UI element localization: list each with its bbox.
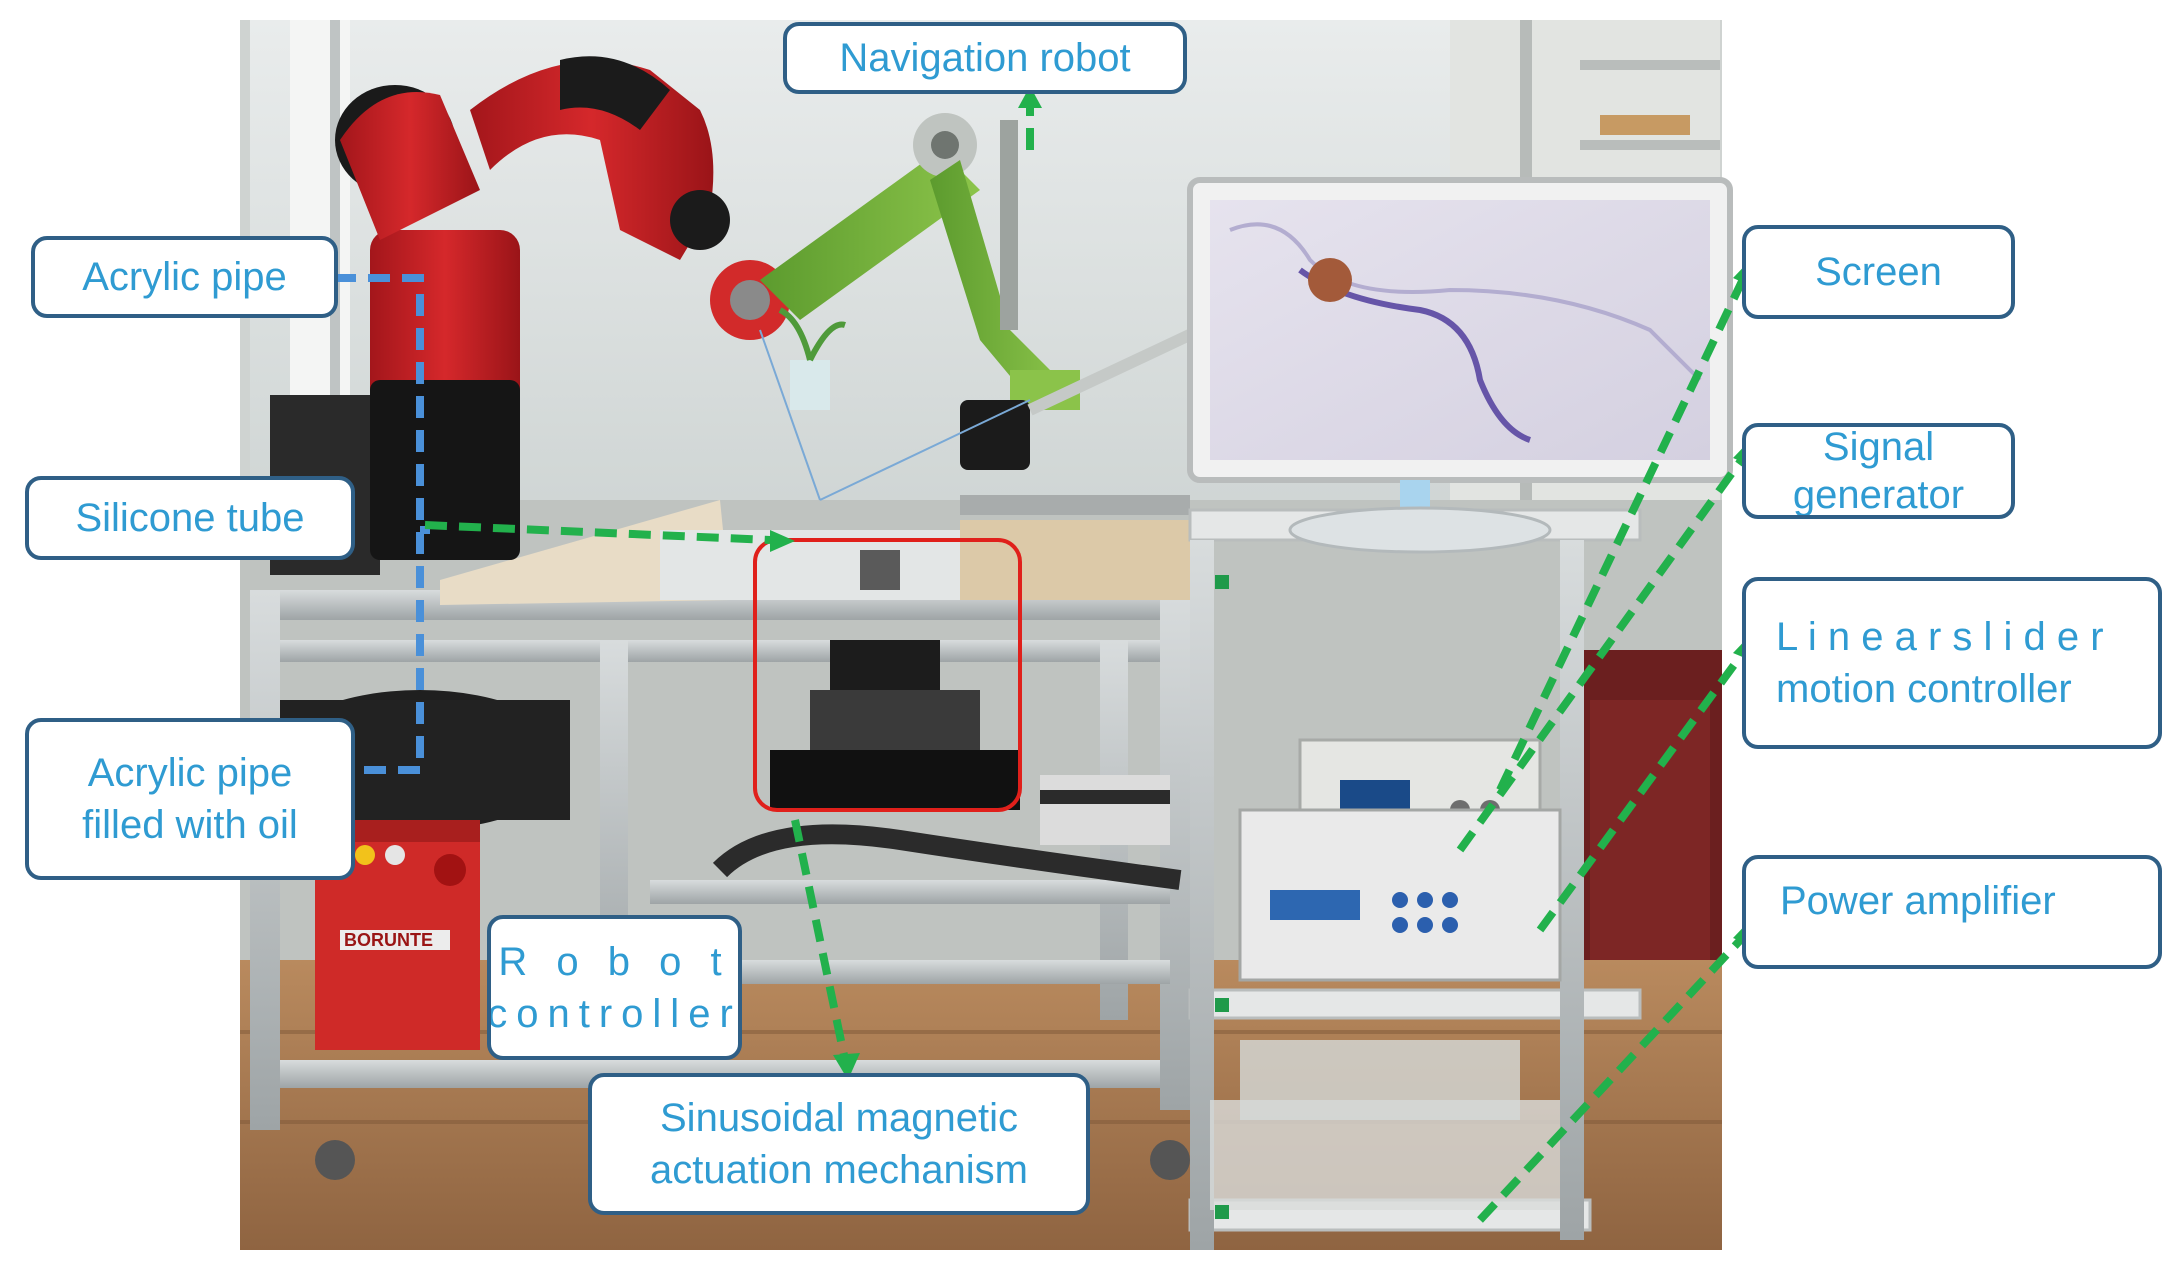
blue-pointer-lines <box>300 274 430 774</box>
label-signal-generator: Signal generator <box>1742 423 2015 519</box>
label-sinusoidal-mechanism: Sinusoidal magnetic actuation mechanism <box>588 1073 1090 1215</box>
label-robot-controller: R o b o t controller <box>487 915 742 1060</box>
label-linear-slider: L i n e a r s l i d e r motion controlle… <box>1742 577 2162 749</box>
label-acrylic-pipe-oil: Acrylic pipe filled with oil <box>25 718 355 880</box>
magnetic-actuation-mechanism <box>712 550 1182 890</box>
brand-label: BORUNTE <box>344 930 433 950</box>
monitor-icon <box>1187 177 1733 554</box>
robot-arm-icon <box>335 56 1203 560</box>
highlight-box <box>753 538 1022 812</box>
label-acrylic-pipe: Acrylic pipe <box>31 236 338 318</box>
amplifier-icon <box>1238 808 1562 1120</box>
label-power-amplifier: Power amplifier <box>1742 855 2162 969</box>
label-silicone-tube: Silicone tube <box>25 476 355 560</box>
label-screen: Screen <box>1742 225 2015 319</box>
label-navigation-robot: Navigation robot <box>783 22 1187 94</box>
green-pointer-lines <box>424 105 1749 1223</box>
